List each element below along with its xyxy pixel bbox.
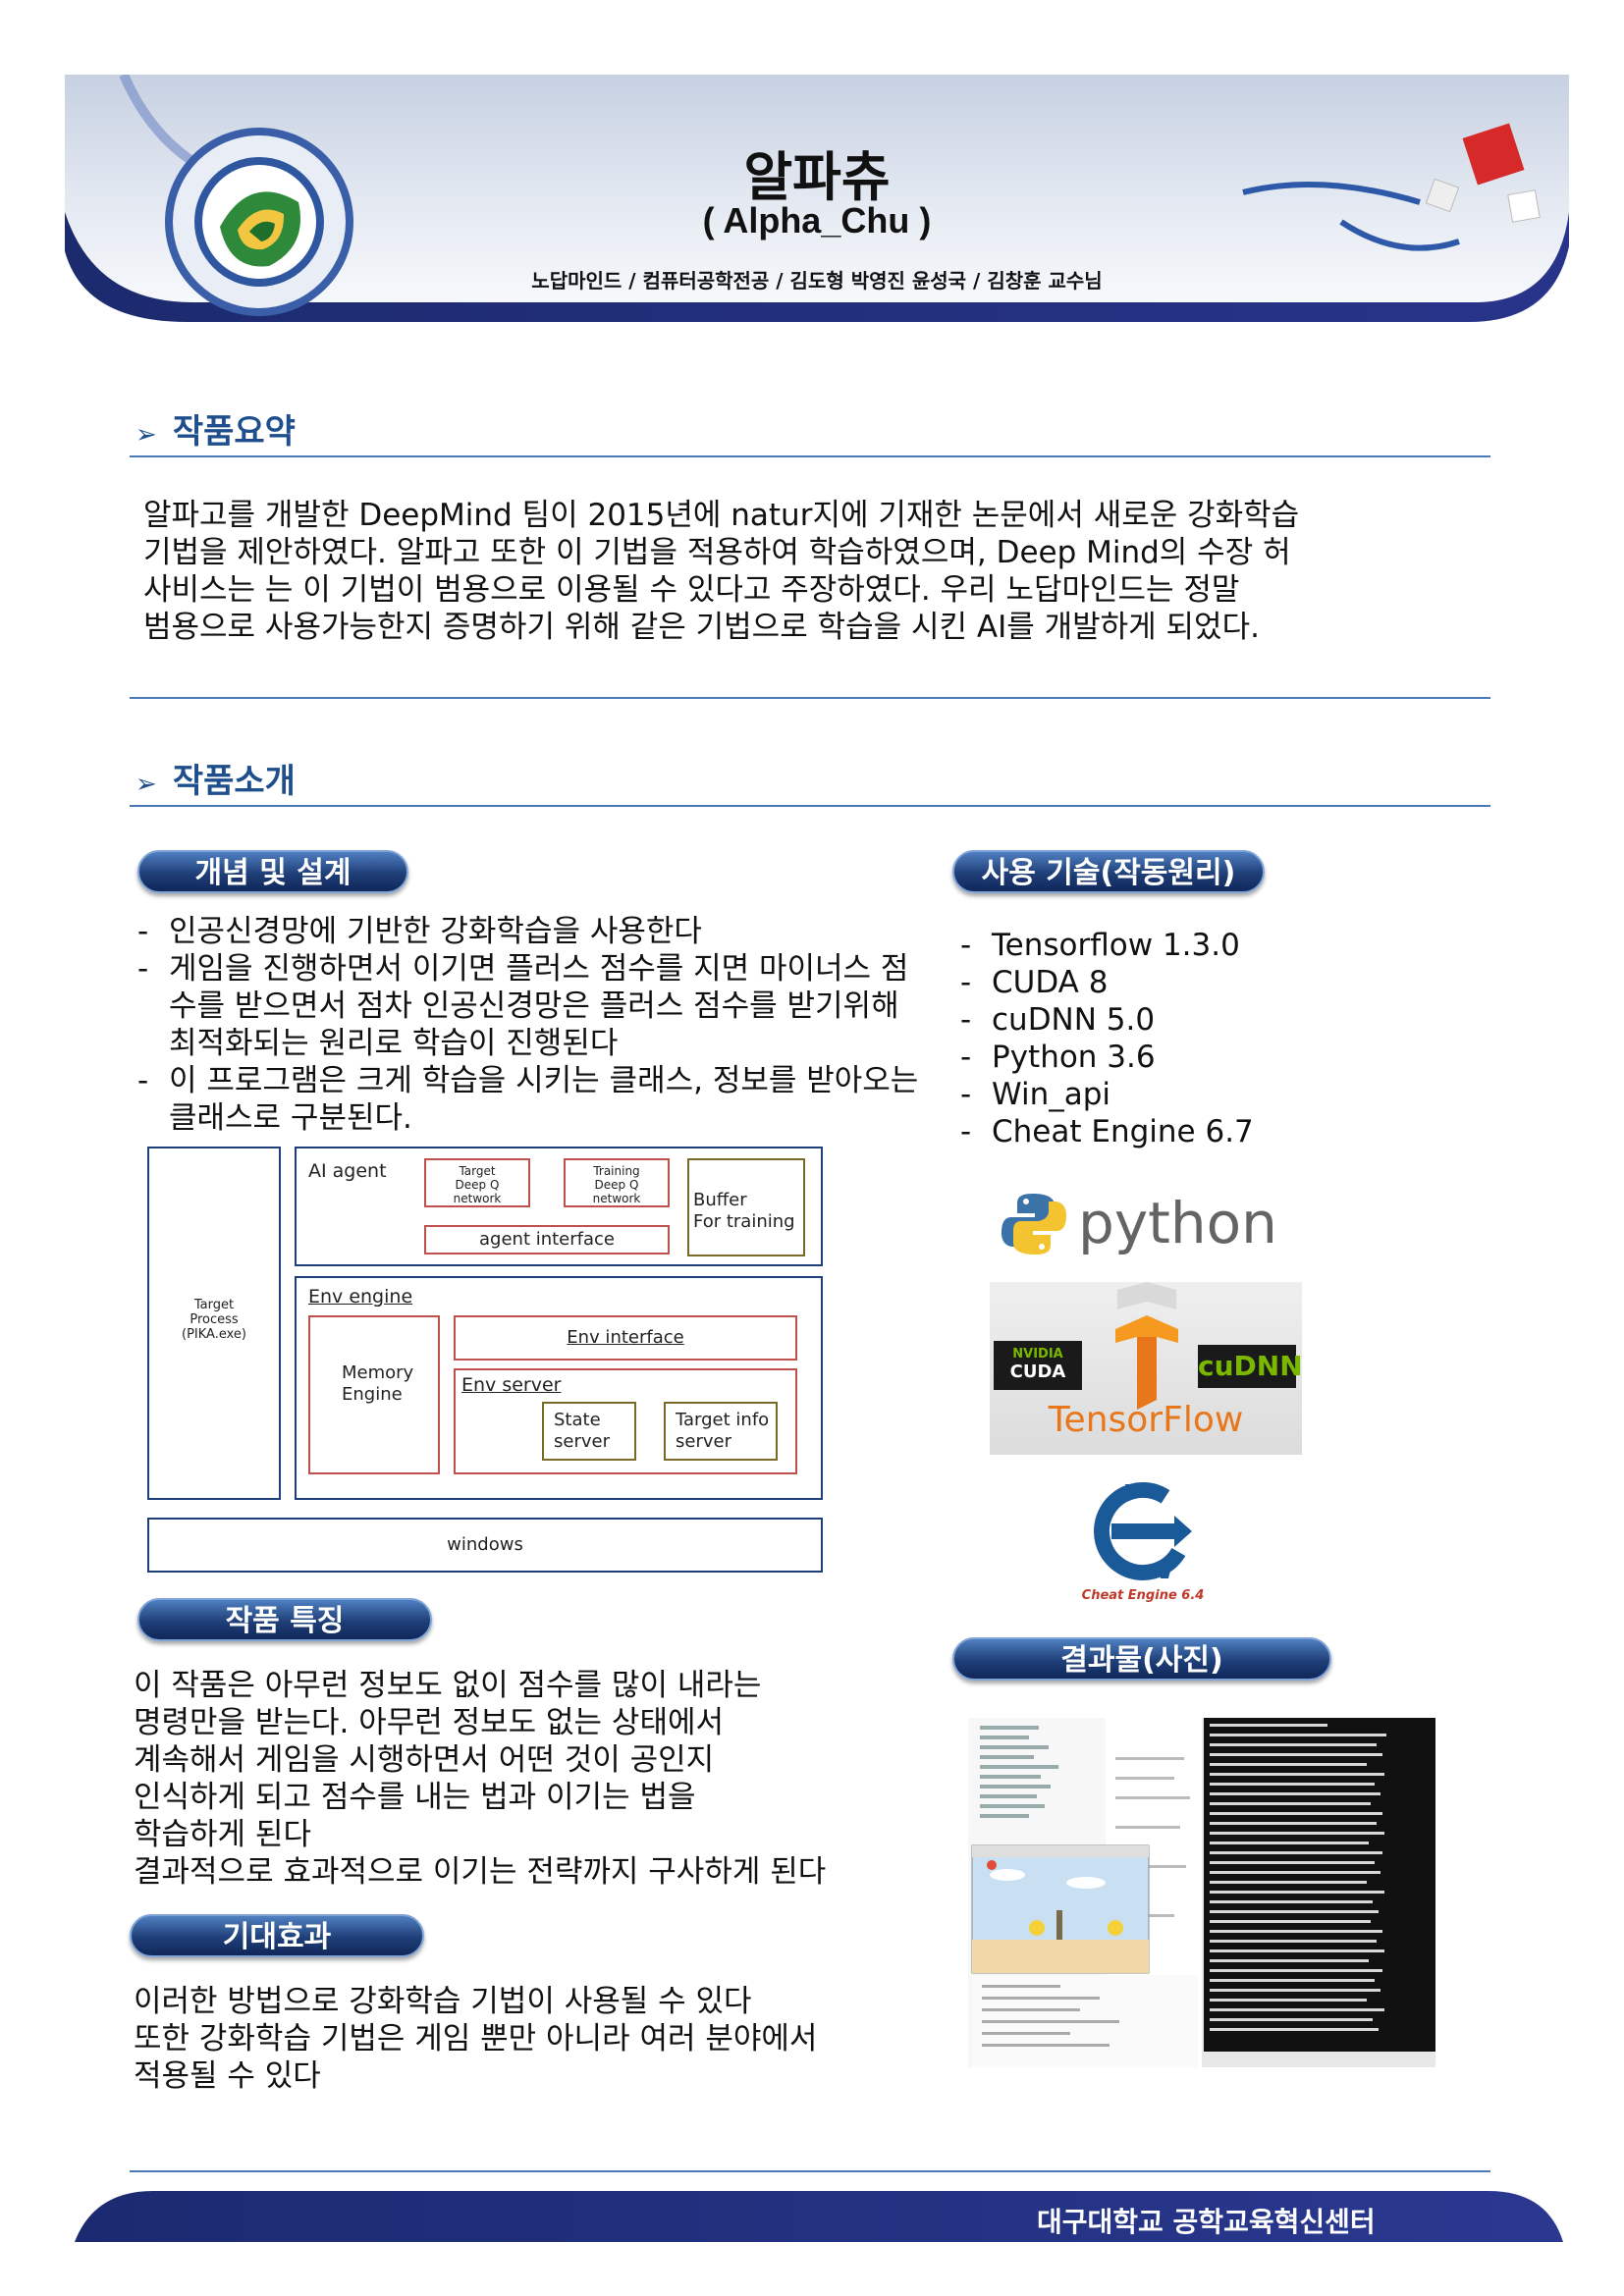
state-server-label: State <box>554 1410 601 1430</box>
effects-line: 이러한 방법으로 강화학습 기법이 사용될 수 있다 <box>134 1984 752 2019</box>
list-item: CUDA 8 <box>956 964 1349 1001</box>
cuda-label: CUDA <box>1009 1362 1066 1382</box>
target-dqn-label: network <box>453 1192 502 1205</box>
cudnn-badge: cuDNN <box>1198 1345 1302 1388</box>
result-photo-image <box>968 1718 1435 2067</box>
features-line: 인식하게 되고 점수를 내는 법과 이기는 법을 <box>134 1780 696 1815</box>
effects-line: 적용될 수 있다 <box>134 2058 321 2094</box>
env-interface-box: Env interface <box>454 1315 797 1361</box>
header-banner: 알파츄 ( Alpha_Chu ) 노답마인드 / 컴퓨터공학전공 / 김도형 … <box>65 75 1569 322</box>
summary-line: 사비스는 는 이 기법이 범용으로 이용될 수 있다고 주장하였다. 우리 노답… <box>143 572 1240 608</box>
training-dqn-label: network <box>592 1192 641 1205</box>
intro-heading: ➢ 작품소개 <box>135 754 296 802</box>
summary-top-rule <box>130 455 1490 457</box>
summary-line: 기법을 제안하였다. 알파고 또한 이 기법을 적용하여 학습하였으며, Dee… <box>143 535 1291 570</box>
footer-band <box>75 2191 1563 2242</box>
tech-list: Tensorflow 1.3.0 CUDA 8 cuDNN 5.0 Python… <box>956 927 1349 1150</box>
ai-agent-label: AI agent <box>308 1160 387 1182</box>
target-process-label: Process <box>189 1312 239 1327</box>
buffer-label: For training <box>693 1211 795 1232</box>
env-interface-label: Env interface <box>567 1327 684 1348</box>
state-server-box: State server <box>542 1402 636 1461</box>
ai-agent-box: AI agent Target Deep Q network Training … <box>295 1147 823 1266</box>
memory-engine-box: Memory Engine <box>308 1315 440 1474</box>
target-process-label: Target <box>193 1298 235 1312</box>
list-item: Cheat Engine 6.7 <box>956 1113 1349 1150</box>
tensorflow-cuda-logo: NVIDIA CUDA cuDNN TensorFlow <box>990 1282 1302 1455</box>
buffer-label: Buffer <box>693 1190 747 1210</box>
list-item: Python 3.6 <box>956 1039 1349 1076</box>
state-server-label: server <box>554 1431 610 1452</box>
summary-line: 범용으로 사용가능한지 증명하기 위해 같은 기법으로 학습을 시킨 AI를 개… <box>143 610 1260 645</box>
python-wordmark: python <box>1078 1190 1277 1256</box>
agent-interface-box: agent interface <box>424 1225 670 1255</box>
cheat-engine-icon <box>1094 1482 1192 1580</box>
poster-credits: 노답마인드 / 컴퓨터공학전공 / 김도형 박영진 윤성국 / 김창훈 교수님 <box>531 269 1103 293</box>
effects-label: 기대효과 <box>130 1914 424 1957</box>
list-item: cuDNN 5.0 <box>956 1001 1349 1039</box>
target-process-label: (PIKA.exe) <box>182 1327 246 1342</box>
features-line: 계속해서 게임을 시행하면서 어떤 것이 공인지 <box>134 1742 715 1778</box>
target-info-server-label: Target info <box>676 1410 770 1430</box>
env-server-box: Env server State server Target info serv… <box>454 1368 797 1474</box>
arrow-bullet-icon: ➢ <box>135 770 157 799</box>
list-item: 이 프로그램은 크게 학습을 시키는 클래스, 정보를 받아오는 클래스로 구분… <box>134 1062 919 1137</box>
summary-heading: ➢ 작품요약 <box>135 404 296 453</box>
features-text: 이 작품은 아무런 정보도 없이 점수를 많이 내라는 명령만을 받는다. 아무… <box>134 1667 826 1891</box>
python-snake-icon <box>1001 1194 1066 1255</box>
buffer-box: Buffer For training <box>687 1158 805 1256</box>
training-dqn-label: Deep Q <box>594 1178 639 1192</box>
features-line: 학습하게 된다 <box>134 1817 311 1852</box>
tensorflow-icon <box>1115 1282 1178 1410</box>
target-info-server-box: Target info server <box>664 1402 778 1461</box>
target-info-server-label: server <box>676 1431 731 1452</box>
features-line: 결과적으로 효과적으로 이기는 전략까지 구사하게 된다 <box>134 1854 827 1890</box>
tensorflow-wordmark: TensorFlow <box>1048 1400 1244 1440</box>
summary-bottom-rule <box>130 697 1490 699</box>
nvidia-label: NVIDIA <box>1012 1347 1063 1362</box>
memory-engine-label: Engine <box>342 1384 403 1405</box>
cheat-engine-logo: Cheat Engine 6.4 <box>1064 1480 1221 1608</box>
footer-rule <box>130 2170 1490 2172</box>
banner-background <box>65 75 1569 322</box>
concept-label: 개념 및 설계 <box>137 850 408 893</box>
features-label: 작품 특징 <box>137 1598 432 1641</box>
target-process-box: Target Process (PIKA.exe) <box>147 1147 281 1500</box>
features-line: 이 작품은 아무런 정보도 없이 점수를 많이 내라는 <box>134 1668 762 1703</box>
summary-heading-text: 작품요약 <box>172 412 296 452</box>
effects-text: 이러한 방법으로 강화학습 기법이 사용될 수 있다 또한 강화학습 기법은 게… <box>134 1983 817 2095</box>
tech-label: 사용 기술(작동원리) <box>952 850 1265 893</box>
training-dqn-box: Training Deep Q network <box>564 1158 670 1207</box>
target-dqn-label: Deep Q <box>455 1178 500 1192</box>
nvidia-cuda-badge: NVIDIA CUDA <box>994 1341 1082 1390</box>
python-logo: python <box>1000 1176 1277 1274</box>
university-seal-logo <box>165 128 353 316</box>
results-label: 결과물(사진) <box>952 1637 1331 1681</box>
env-engine-label: Env engine <box>308 1286 413 1308</box>
cheat-engine-label: Cheat Engine 6.4 <box>1081 1588 1205 1603</box>
poster-title: 알파츄 <box>743 146 891 208</box>
footer-org: 대구대학교 공학교육혁신센터 <box>1037 2206 1376 2238</box>
env-engine-box: Env engine Memory Engine Env interface E… <box>295 1276 823 1500</box>
intro-top-rule <box>130 805 1490 807</box>
list-item: Win_api <box>956 1076 1349 1113</box>
list-item: 인공신경망에 기반한 강화학습을 사용한다 <box>134 913 919 950</box>
summary-text: 알파고를 개발한 DeepMind 팀이 2015년에 natur지에 기재한 … <box>143 497 1299 646</box>
intro-heading-text: 작품소개 <box>172 762 296 801</box>
target-dqn-box: Target Deep Q network <box>424 1158 530 1207</box>
windows-box: windows <box>147 1518 823 1573</box>
summary-line: 알파고를 개발한 DeepMind 팀이 2015년에 natur지에 기재한 … <box>143 498 1300 533</box>
concept-list: 인공신경망에 기반한 강화학습을 사용한다 게임을 진행하면서 이기면 플러스 … <box>134 913 919 1137</box>
arrow-bullet-icon: ➢ <box>135 420 157 450</box>
result-photo <box>968 1718 1435 2067</box>
env-server-label: Env server <box>461 1374 562 1396</box>
effects-line: 또한 강화학습 기법은 게임 뿐만 아니라 여러 분야에서 <box>134 2021 818 2056</box>
list-item: Tensorflow 1.3.0 <box>956 927 1349 964</box>
memory-engine-label: Memory <box>342 1362 414 1383</box>
features-line: 명령만을 받는다. 아무런 정보도 없는 상태에서 <box>134 1705 725 1740</box>
training-dqn-label: Training <box>593 1164 640 1178</box>
list-item: 게임을 진행하면서 이기면 플러스 점수를 지면 마이너스 점수를 받으면서 점… <box>134 950 919 1062</box>
poster-subtitle: ( Alpha_Chu ) <box>702 200 932 240</box>
target-dqn-label: Target <box>459 1164 496 1178</box>
